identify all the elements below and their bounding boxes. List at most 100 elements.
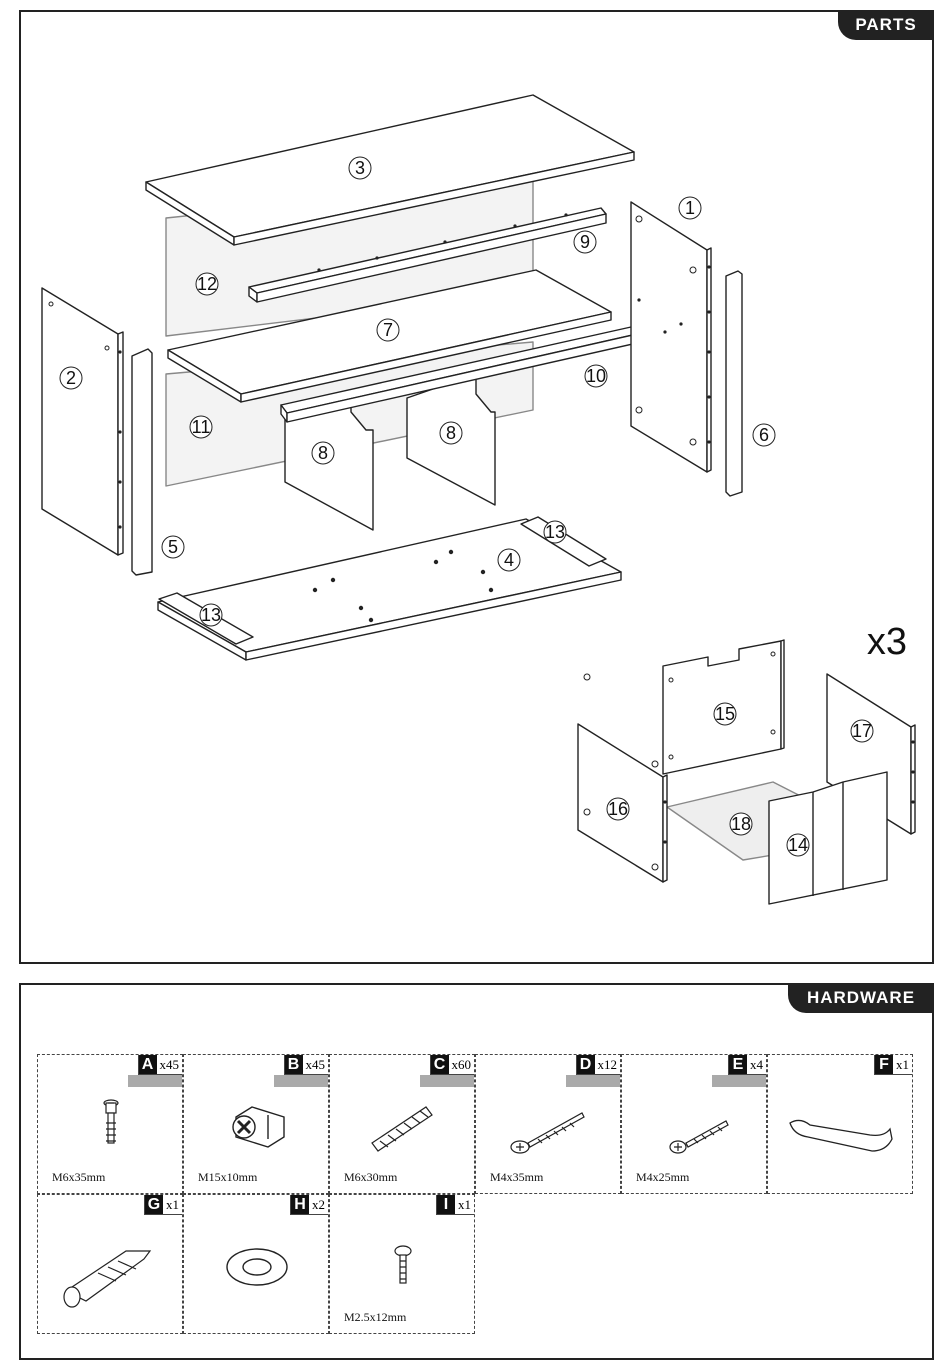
hardware-letter: I: [437, 1195, 455, 1214]
part-number: 4: [504, 550, 514, 570]
part-label-3: 3: [349, 157, 371, 179]
part-number: 17: [852, 721, 872, 741]
part-label-17: 17: [851, 720, 873, 742]
part-label-12: 12: [196, 273, 218, 295]
part-label-10: 10: [585, 365, 607, 387]
post-6: [726, 271, 742, 496]
part-number: 15: [715, 704, 735, 724]
part-number: 12: [197, 274, 217, 294]
part-number: 11: [192, 417, 211, 437]
hardware-letter: A: [139, 1055, 157, 1074]
part-label-9: 9: [574, 231, 596, 253]
part-number: 9: [580, 232, 590, 252]
post-5: [132, 349, 152, 575]
part-label-6: 6: [753, 424, 775, 446]
part-number: 18: [731, 814, 751, 834]
cam-lock-icon: [184, 1081, 330, 1171]
wood-dowel-icon: [330, 1081, 476, 1171]
hardware-quantity: x4: [747, 1055, 766, 1074]
wrench-icon: [768, 1081, 914, 1171]
hardware-size: M4x35mm: [490, 1170, 543, 1185]
part-number: 13: [545, 522, 565, 542]
hardware-letter: E: [729, 1055, 747, 1074]
hardware-size: M6x35mm: [52, 1170, 105, 1185]
washer-icon: [184, 1221, 330, 1311]
screw-icon: [622, 1081, 768, 1171]
part-number: 8: [318, 443, 328, 463]
part-label-4: 4: [498, 549, 520, 571]
hardware-quantity: x60: [449, 1055, 475, 1074]
hardware-quantity: x1: [163, 1195, 182, 1214]
part-label-15: 15: [714, 703, 736, 725]
part-number: 7: [383, 320, 393, 340]
hardware-quantity: x45: [157, 1055, 183, 1074]
hardware-letter: C: [431, 1055, 449, 1074]
part-number: 14: [788, 835, 808, 855]
hardware-quantity: x2: [309, 1195, 328, 1214]
long-screw-icon: [476, 1081, 622, 1171]
part-label-8: 8: [312, 442, 334, 464]
hardware-quantity: x1: [893, 1055, 912, 1074]
part-number: 5: [168, 537, 178, 557]
cam-bolt-icon: [38, 1081, 184, 1171]
hardware-quantity: x45: [303, 1055, 329, 1074]
hardware-letter: F: [875, 1055, 893, 1074]
hardware-tab-label: HARDWARE: [807, 988, 915, 1008]
part-label-13: 13: [200, 604, 222, 626]
hardware-letter: H: [291, 1195, 309, 1214]
hardware-letter: G: [145, 1195, 163, 1214]
hardware-letter: B: [285, 1055, 303, 1074]
hardware-quantity: x1: [455, 1195, 474, 1214]
part-label-1: 1: [679, 197, 701, 219]
part-label-16: 16: [607, 798, 629, 820]
part-number: 8: [446, 423, 456, 443]
part-label-13: 13: [544, 521, 566, 543]
part-label-5: 5: [162, 536, 184, 558]
hardware-size: M6x30mm: [344, 1170, 397, 1185]
hardware-quantity: x12: [595, 1055, 621, 1074]
part-number: 10: [586, 366, 606, 386]
hardware-size: M4x25mm: [636, 1170, 689, 1185]
wall-anchor-icon: [38, 1221, 184, 1311]
parts-panel: PARTS: [19, 10, 934, 964]
side-panel-2: [42, 288, 118, 555]
hardware-letter: D: [577, 1055, 595, 1074]
part-number: 2: [66, 368, 76, 388]
drawer-multiplier: x3: [867, 621, 907, 663]
hardware-size: M2.5x12mm: [344, 1310, 406, 1325]
part-label-8: 8: [440, 422, 462, 444]
part-label-18: 18: [730, 813, 752, 835]
small-screw-icon: [330, 1221, 476, 1311]
part-number: 16: [608, 799, 628, 819]
part-number: 6: [759, 425, 769, 445]
part-number: 3: [355, 158, 365, 178]
hardware-size: M15x10mm: [198, 1170, 257, 1185]
hardware-tab: HARDWARE: [788, 983, 934, 1013]
part-label-11: 11: [190, 416, 212, 438]
part-label-2: 2: [60, 367, 82, 389]
side-panel-1: [631, 202, 707, 472]
part-label-14: 14: [787, 834, 809, 856]
part-number: 1: [685, 198, 695, 218]
part-label-7: 7: [377, 319, 399, 341]
